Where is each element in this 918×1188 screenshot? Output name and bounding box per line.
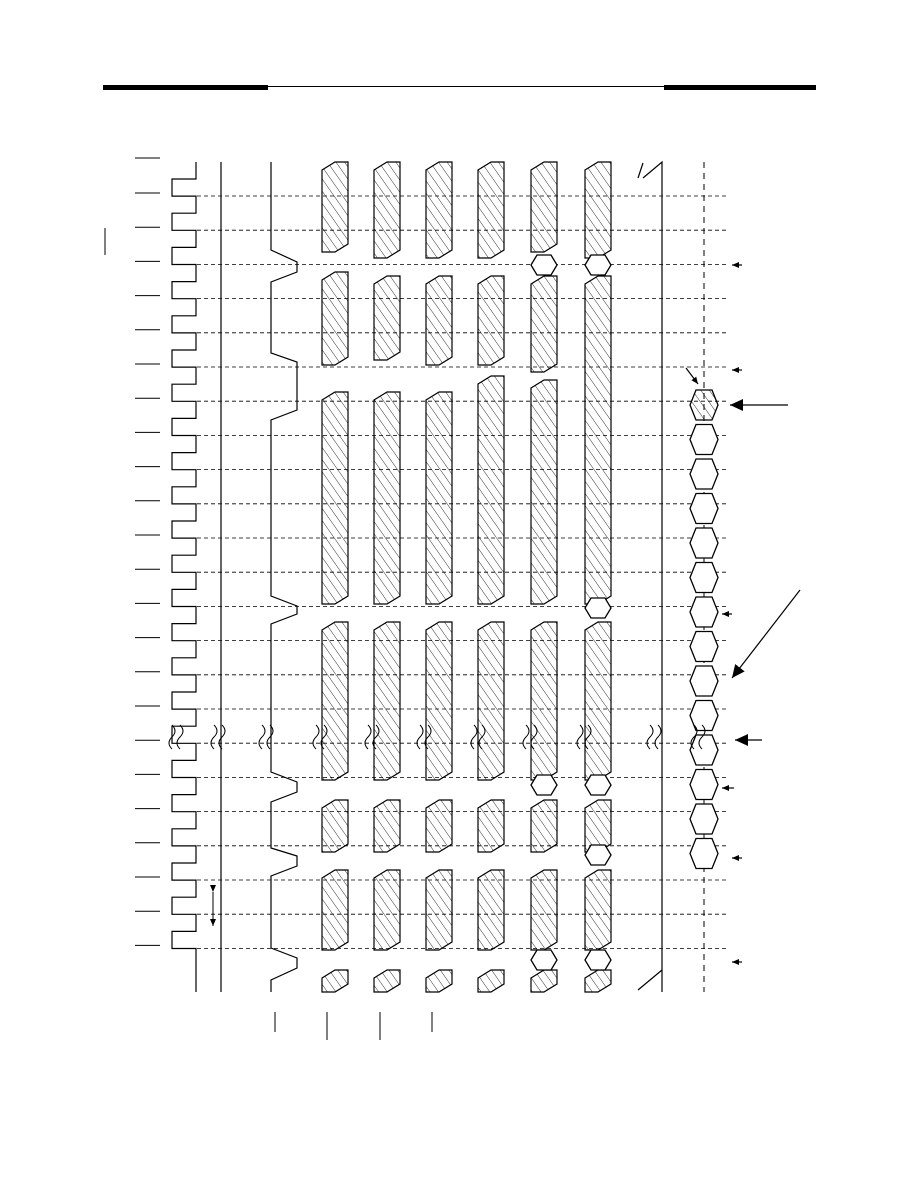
- break-marker: [576, 724, 592, 750]
- hatched-bus-segment: [425, 969, 453, 993]
- data-valid-window: [689, 665, 719, 697]
- hatched-bus-segment: [373, 969, 401, 993]
- hatched-bus-segment: [373, 621, 401, 781]
- hatched-bus-segment: [373, 799, 401, 853]
- bus-crossing: [530, 949, 558, 971]
- data-valid-window: [689, 561, 719, 594]
- hatched-bus-segment: [321, 271, 349, 366]
- break-marker: [416, 724, 432, 750]
- hatched-bus-segment: [321, 869, 349, 951]
- break-markers: [168, 724, 706, 750]
- data-valid-window: [689, 734, 719, 766]
- hatched-bus-segment: [425, 799, 453, 853]
- bus-crossing: [584, 774, 612, 796]
- data-valid-window: [689, 699, 719, 732]
- hatched-bus-segment: [321, 799, 349, 853]
- hatched-bus-segment: [425, 161, 453, 259]
- break-marker: [258, 724, 274, 750]
- hatched-bus-segment: [477, 161, 505, 259]
- hatched-bus-segment: [584, 869, 612, 951]
- hatched-bus-segment: [584, 275, 612, 605]
- hatched-bus-segment: [530, 799, 558, 853]
- annotation-arrow: [731, 589, 801, 679]
- bus-crossing: [584, 949, 612, 971]
- break-marker: [646, 724, 662, 750]
- cycle-gridlines: [197, 195, 728, 949]
- data-valid-window: [689, 423, 719, 456]
- hatched-bus-segment: [477, 799, 505, 853]
- hatched-bus-segment: [425, 621, 453, 781]
- header-rule-center: [268, 86, 664, 87]
- signal-waveforms: [220, 160, 719, 993]
- hatched-bus-segment: [584, 621, 612, 781]
- cycle-ticks: [104, 157, 160, 946]
- hatched-bus-segment: [425, 275, 453, 366]
- hatched-bus-segment: [477, 869, 505, 951]
- break-marker: [690, 724, 706, 750]
- data-valid-window: [689, 768, 719, 801]
- bus-crossing: [584, 597, 612, 619]
- break-marker: [210, 724, 226, 750]
- header-bar-right: [664, 85, 816, 90]
- hatched-bus-segment: [425, 869, 453, 951]
- break-marker: [364, 724, 380, 750]
- hatched-bus-segment: [584, 969, 612, 993]
- bottom-leaders: [274, 1012, 433, 1040]
- data-valid-window: [689, 389, 719, 421]
- annotation-arrows: [685, 262, 801, 965]
- hatched-bus-segment: [425, 391, 453, 605]
- break-marker: [522, 724, 538, 750]
- bus-crossing: [584, 844, 612, 866]
- hatched-bus-segment: [373, 391, 401, 605]
- data-valid-window: [689, 837, 719, 870]
- header-bar-left: [103, 85, 268, 90]
- data-valid-window: [689, 803, 719, 835]
- hatched-bus-segment: [530, 969, 558, 993]
- hatched-bus-segment: [584, 799, 612, 853]
- data-valid-window: [689, 492, 719, 525]
- strobe-waveform: [270, 162, 298, 992]
- bus-crossing: [584, 254, 612, 276]
- hatched-bus-segment: [321, 621, 349, 781]
- annotation-arrow: [685, 367, 699, 385]
- edge-waveform: [637, 160, 663, 992]
- hatched-bus-segment: [477, 275, 505, 366]
- hatched-bus-segment: [321, 969, 349, 993]
- hatched-bus-segment: [321, 391, 349, 605]
- hatched-bus-segment: [530, 161, 558, 253]
- hatched-bus-segment: [530, 275, 558, 373]
- bus-crossing: [530, 254, 558, 276]
- hatched-bus-segment: [477, 969, 505, 993]
- bus-crossing: [530, 774, 558, 796]
- hatched-bus-segment: [373, 275, 401, 361]
- data-valid-window: [689, 458, 719, 490]
- hatched-bus-segment: [373, 161, 401, 259]
- clock-waveform: [171, 162, 216, 992]
- break-marker: [312, 724, 328, 750]
- hatched-bus-segment: [530, 869, 558, 951]
- data-valid-window: [689, 630, 719, 663]
- hatched-bus-segment: [530, 379, 558, 605]
- hatched-bus-segment: [321, 161, 349, 253]
- hatched-bus-segment: [530, 621, 558, 781]
- hatched-bus-segment: [477, 375, 505, 605]
- data-valid-window: [689, 596, 719, 628]
- break-marker: [168, 724, 184, 750]
- hatched-bus-segment: [373, 869, 401, 951]
- hatched-bus-segment: [584, 161, 612, 259]
- hatched-bus-segment: [477, 621, 505, 781]
- break-marker: [470, 724, 486, 750]
- data-valid-window: [689, 527, 719, 559]
- clock-square-wave: [171, 162, 197, 992]
